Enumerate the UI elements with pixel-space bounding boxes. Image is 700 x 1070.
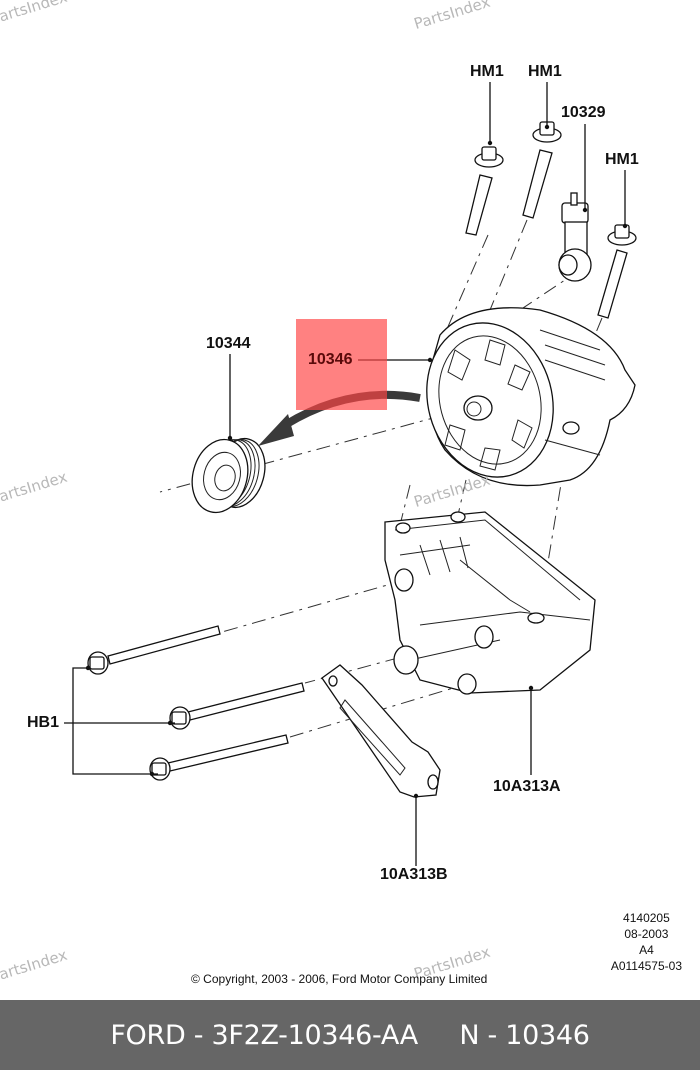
callout-10346[interactable]: 10346 — [308, 351, 353, 368]
bolt-hb1-middle[interactable] — [169, 682, 305, 730]
drawing-id: A0114575-03 — [610, 959, 682, 973]
callout-hm1-right[interactable]: HM1 — [605, 151, 639, 168]
bolt-hm1-middle[interactable] — [522, 121, 562, 219]
drawing-date: 08-2003 — [624, 927, 669, 941]
callout-10344[interactable]: 10344 — [206, 335, 251, 352]
copyright-notice: © Copyright, 2003 - 2006, Ford Motor Com… — [191, 972, 488, 986]
leader-lines — [64, 82, 628, 866]
footer-reference: N - 10346 — [459, 1019, 590, 1051]
drawing-number: 4140205 — [623, 911, 670, 925]
callout-10a313b[interactable]: 10A313B — [380, 866, 448, 883]
callout-10a313a[interactable]: 10A313A — [493, 778, 561, 795]
bolt-hm1-right[interactable] — [597, 224, 637, 319]
footer-bar: FORD - 3F2Z-10346-AA N - 10346 — [0, 1000, 700, 1070]
highlighted-part-box[interactable] — [296, 319, 387, 410]
bolt-hm1-left[interactable] — [465, 146, 504, 236]
alternator-10346[interactable] — [410, 307, 636, 492]
bracket-10a313b[interactable] — [321, 664, 441, 798]
callout-hm1-middle[interactable]: HM1 — [528, 63, 562, 80]
bolt-hb1-bottom[interactable] — [149, 734, 289, 781]
exploded-parts-diagram — [64, 82, 637, 866]
part-10329[interactable] — [558, 192, 592, 282]
drawing-metadata: 4140205 08-2003 A4 A0114575-03 — [611, 910, 682, 974]
callout-hm1-left[interactable]: HM1 — [470, 63, 504, 80]
footer-spacer — [418, 1020, 459, 1051]
footer-part-number: FORD - 3F2Z-10346-AA — [110, 1019, 418, 1051]
paper-size: A4 — [639, 943, 654, 957]
pulley-10344[interactable] — [184, 433, 272, 519]
callout-10329[interactable]: 10329 — [561, 104, 606, 121]
arrow-head — [258, 414, 294, 446]
callout-hb1[interactable]: HB1 — [27, 714, 60, 731]
bracket-10a313a[interactable] — [384, 511, 596, 695]
bolt-hb1-top[interactable] — [87, 625, 221, 675]
